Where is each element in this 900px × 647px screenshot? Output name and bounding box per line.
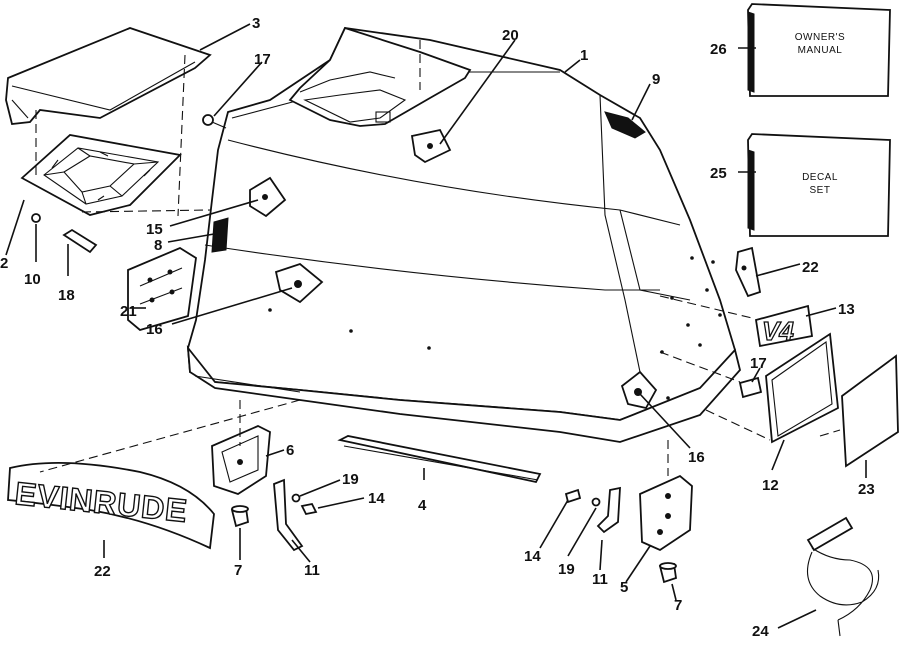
bracket-plate-21 bbox=[127, 246, 197, 331]
decal-set-box: DECAL SET bbox=[747, 133, 891, 237]
owners-manual-box: OWNER'S MANUAL bbox=[747, 3, 891, 97]
screw-10 bbox=[31, 213, 41, 223]
v4-badge: V4 bbox=[754, 304, 814, 348]
callout-numbers: 1 2 3 4 5 6 7 7 8 9 10 11 11 12 13 14 14… bbox=[0, 15, 875, 640]
plug-cable-24 bbox=[806, 516, 880, 637]
owners-manual-line2: MANUAL bbox=[798, 45, 843, 56]
gasket-plate bbox=[20, 134, 182, 216]
bracket-11-right bbox=[596, 486, 621, 534]
callout-14b: 14 bbox=[524, 548, 541, 565]
callout-14a: 14 bbox=[368, 490, 385, 507]
plate-12 bbox=[765, 332, 839, 444]
callout-17a: 17 bbox=[254, 51, 271, 68]
callout-6: 6 bbox=[286, 442, 294, 459]
callout-20: 20 bbox=[502, 27, 519, 44]
callout-4: 4 bbox=[418, 497, 427, 514]
callout-23: 23 bbox=[858, 481, 875, 498]
callout-25: 25 bbox=[710, 165, 727, 182]
callout-1: 1 bbox=[580, 47, 588, 64]
assembly-dashed-lines bbox=[35, 40, 841, 476]
latch-plate-5 bbox=[639, 474, 693, 552]
callout-3: 3 bbox=[252, 15, 260, 32]
callout-24: 24 bbox=[752, 623, 769, 640]
callout-18: 18 bbox=[58, 287, 75, 304]
washer-19-right bbox=[591, 497, 601, 507]
decal-set-line2: SET bbox=[810, 185, 831, 196]
evinrude-logo-plate: EVINRUDE bbox=[7, 461, 215, 550]
callout-9: 9 bbox=[652, 71, 660, 88]
callout-21: 21 bbox=[120, 303, 137, 320]
plug-18 bbox=[62, 228, 98, 254]
decal-set-line1: DECAL bbox=[802, 172, 838, 183]
grommet-7-left bbox=[230, 505, 249, 528]
callout-7b: 7 bbox=[674, 597, 682, 614]
grommet-16-side bbox=[620, 370, 658, 410]
silencer-cover bbox=[5, 27, 212, 125]
latch-plate-20 bbox=[410, 128, 452, 164]
hinge-bracket-6 bbox=[211, 425, 271, 495]
callout-2: 2 bbox=[0, 255, 8, 272]
callout-12: 12 bbox=[762, 477, 779, 494]
callout-16a: 16 bbox=[146, 321, 163, 338]
v4-badge-text: V4 bbox=[762, 316, 794, 346]
callout-11a: 11 bbox=[304, 562, 320, 579]
callout-7a: 7 bbox=[234, 562, 242, 579]
callout-17b: 17 bbox=[750, 355, 767, 372]
washer-19-left bbox=[291, 493, 301, 503]
bracket-11-left bbox=[273, 478, 304, 552]
callout-16b: 16 bbox=[688, 449, 705, 466]
callout-26: 26 bbox=[710, 41, 727, 58]
callout-13: 13 bbox=[838, 301, 855, 318]
screw-17-side bbox=[738, 376, 763, 399]
grommet-7-right bbox=[658, 562, 677, 584]
decal-23 bbox=[841, 354, 899, 468]
grommet-16-front bbox=[274, 262, 324, 304]
callout-5: 5 bbox=[620, 579, 628, 596]
callout-11b: 11 bbox=[592, 571, 608, 588]
seal-strip-8 bbox=[211, 217, 229, 253]
screw-14-right bbox=[564, 488, 582, 504]
callout-8: 8 bbox=[154, 237, 162, 254]
owners-manual-line1: OWNER'S bbox=[795, 32, 845, 43]
callout-19a: 19 bbox=[342, 471, 359, 488]
callout-22a: 22 bbox=[802, 259, 819, 276]
screw-14-left bbox=[300, 502, 318, 516]
motor-cover bbox=[186, 26, 741, 443]
bracket-22 bbox=[735, 246, 762, 298]
callout-22b: 22 bbox=[94, 563, 111, 580]
latch-plate-15 bbox=[249, 176, 287, 218]
leader-lines bbox=[5, 23, 867, 629]
screw-17-top bbox=[202, 114, 227, 129]
callout-19b: 19 bbox=[558, 561, 575, 578]
callout-10: 10 bbox=[24, 271, 41, 288]
callout-15: 15 bbox=[146, 221, 163, 238]
